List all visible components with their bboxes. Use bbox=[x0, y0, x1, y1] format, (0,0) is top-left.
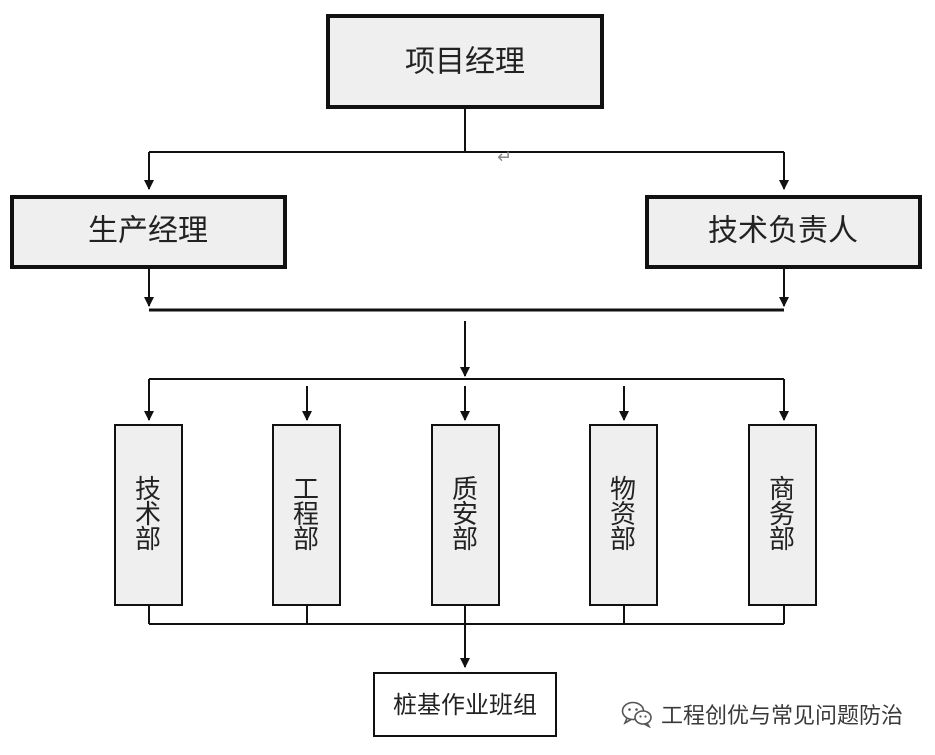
department-3-box bbox=[431, 424, 500, 606]
department-2-char-3: 部 bbox=[293, 525, 319, 555]
department-5-box bbox=[748, 424, 817, 606]
production-manager-box bbox=[10, 195, 287, 269]
watermark-text: 工程创优与常见问题防治 bbox=[660, 704, 903, 729]
technical-lead-box bbox=[645, 195, 922, 269]
department-4-char-2: 资 bbox=[610, 500, 636, 530]
production-manager-label: 生产经理 bbox=[88, 214, 208, 249]
department-4-node: 物 资 部 bbox=[589, 424, 658, 606]
department-2-box bbox=[272, 424, 341, 606]
department-2-char-2: 程 bbox=[293, 500, 319, 530]
department-3-char-3: 部 bbox=[452, 525, 478, 555]
department-3-char-1: 质 bbox=[452, 475, 478, 505]
department-2-char-1: 工 bbox=[293, 475, 319, 505]
department-5-char-2: 务 bbox=[769, 500, 795, 530]
connectors bbox=[144, 107, 789, 668]
department-3-char-2: 安 bbox=[452, 500, 478, 530]
department-5-char-3: 部 bbox=[769, 525, 795, 555]
project-manager-box bbox=[326, 14, 604, 109]
department-3-node: 质 安 部 bbox=[431, 424, 500, 606]
pile-team-box bbox=[373, 672, 557, 737]
department-5-node: 商 务 部 bbox=[748, 424, 817, 606]
department-1-char-2: 术 bbox=[135, 500, 161, 530]
department-1-box bbox=[114, 424, 183, 606]
wechat-icon bbox=[621, 701, 652, 728]
watermark: 工程创优与常见问题防治 bbox=[621, 698, 903, 730]
department-2-node: 工 程 部 bbox=[272, 424, 341, 606]
department-4-char-1: 物 bbox=[610, 475, 636, 505]
pile-team-node: 桩基作业班组 bbox=[373, 672, 557, 737]
technical-lead-label: 技术负责人 bbox=[708, 214, 858, 249]
department-5-char-1: 商 bbox=[769, 475, 795, 505]
department-4-char-3: 部 bbox=[610, 525, 636, 555]
project-manager-node: 项目经理 bbox=[326, 14, 604, 109]
return-mark: ↵ bbox=[497, 147, 512, 168]
project-manager-label: 项目经理 bbox=[405, 45, 525, 80]
pile-team-label: 桩基作业班组 bbox=[393, 691, 537, 719]
department-1-char-1: 技 bbox=[135, 475, 161, 505]
department-4-box bbox=[589, 424, 658, 606]
department-1-node: 技 术 部 bbox=[114, 424, 183, 606]
technical-lead-node: 技术负责人 bbox=[645, 195, 922, 269]
production-manager-node: 生产经理 bbox=[10, 195, 287, 269]
department-1-char-3: 部 bbox=[135, 525, 161, 555]
